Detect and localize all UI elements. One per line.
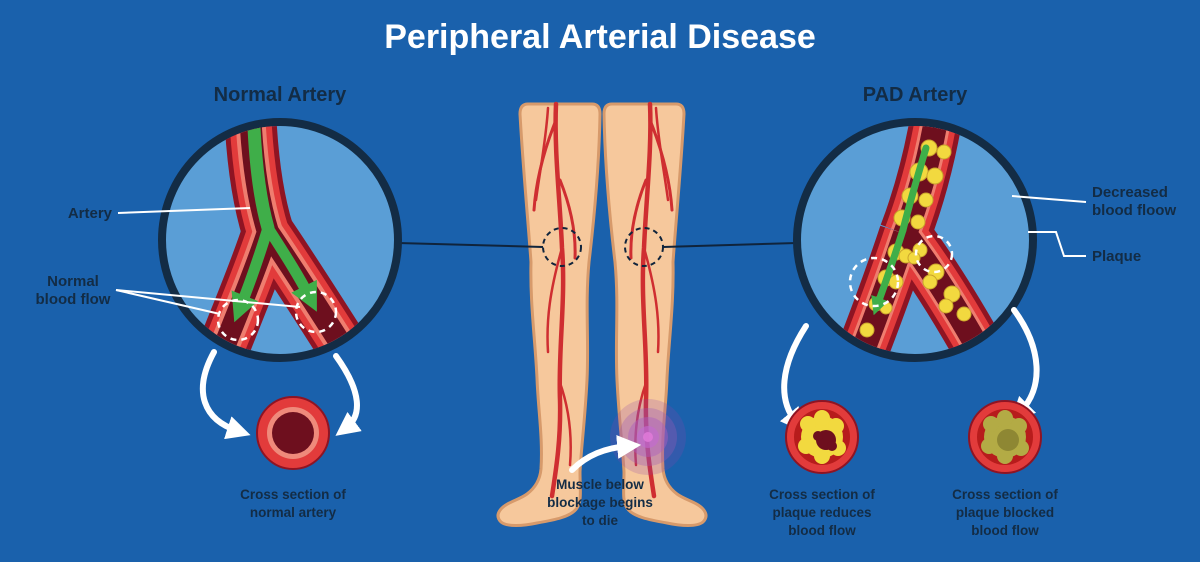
normal-cross-caption-line1: Cross section of <box>240 487 346 502</box>
artery-label: Artery <box>68 205 113 222</box>
curved-arrow-normal-right <box>333 353 362 436</box>
normal-flow-label-line1: Normal <box>47 273 99 290</box>
normal-flow-label-line2: blood flow <box>36 291 111 308</box>
pad-artery-heading: PAD Artery <box>863 84 968 106</box>
knee-marker-left <box>542 227 582 267</box>
curved-arrow-pad-left <box>779 323 809 433</box>
leg-arteries-left <box>532 101 577 499</box>
plaque-leader-line <box>1028 231 1086 257</box>
flow-leader-line-1 <box>115 289 221 315</box>
page-title: Peripheral Arterial Disease <box>384 18 816 56</box>
curved-arrow-pad-right <box>1010 307 1040 422</box>
cross-section-plaque-blocked <box>968 400 1042 474</box>
muscle-caption-line3: to die <box>582 513 618 528</box>
flow-highlight-right <box>294 290 338 334</box>
normal-artery-vessel <box>193 126 368 354</box>
ischemia-glow <box>610 399 686 475</box>
blocked-caption-line3: blood flow <box>971 523 1039 538</box>
pad-artery-section: PAD Artery <box>769 84 1176 538</box>
connector-right <box>662 242 798 248</box>
normal-artery-heading: Normal Artery <box>214 84 348 106</box>
reduced-caption-line3: blood flow <box>788 523 856 538</box>
cross-section-plaque-reduced <box>785 400 859 474</box>
blocked-caption-line2: plaque blocked <box>956 505 1054 520</box>
plaque-highlight-right <box>914 234 954 274</box>
reduced-caption-line1: Cross section of <box>769 487 875 502</box>
decreased-label-line2: blood floow <box>1092 202 1176 219</box>
normal-cross-caption-line2: normal artery <box>250 505 337 520</box>
plaque-highlight-left <box>848 256 900 308</box>
muscle-caption-line2: blockage begins <box>547 495 653 510</box>
reduced-caption-line2: plaque reduces <box>772 505 871 520</box>
decreased-leader-line <box>1011 195 1087 203</box>
plaque-label: Plaque <box>1092 248 1141 265</box>
legs-illustration: Muscle below blockage begins to die <box>397 101 798 528</box>
knee-marker-right <box>624 227 664 267</box>
pad-flow-arrow <box>871 144 930 316</box>
flow-leader-line-2 <box>115 289 301 308</box>
curved-arrow-normal-left <box>199 349 251 440</box>
blocked-caption-line1: Cross section of <box>952 487 1058 502</box>
cross-section-normal <box>256 396 330 470</box>
artery-leader-line <box>117 207 251 214</box>
flow-highlight-left <box>216 298 260 342</box>
decreased-label-line1: Decreased <box>1092 184 1168 201</box>
muscle-arrow <box>569 434 642 473</box>
normal-artery-section: Normal Artery <box>36 84 402 520</box>
connector-left <box>397 242 544 248</box>
muscle-caption-line1: Muscle below <box>556 477 644 492</box>
right-leg <box>602 102 708 527</box>
